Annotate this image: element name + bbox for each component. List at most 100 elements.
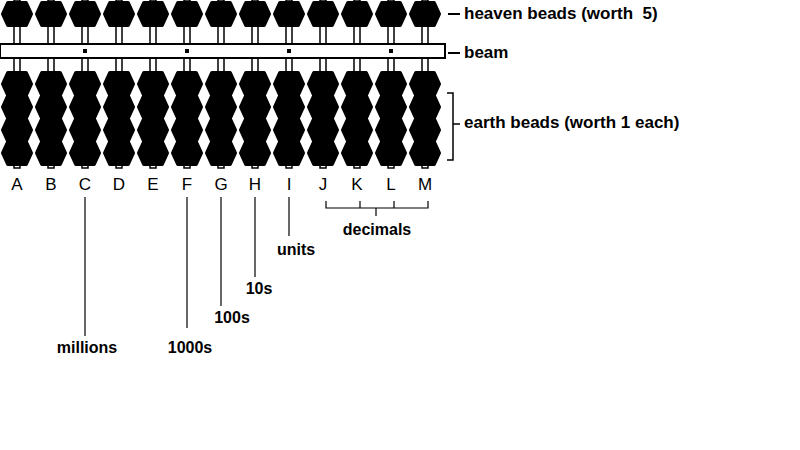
abacus-bead — [309, 119, 337, 141]
abacus-bead — [411, 73, 439, 95]
abacus-bead — [3, 142, 31, 164]
abacus-bead — [3, 3, 31, 25]
abacus-bead — [37, 119, 65, 141]
column-letter: M — [418, 175, 432, 195]
abacus-bead — [411, 119, 439, 141]
leader-line — [448, 13, 460, 15]
place-label: decimals — [343, 221, 411, 239]
abacus-bead — [71, 142, 99, 164]
abacus-bead — [377, 119, 405, 141]
abacus-bead — [71, 119, 99, 141]
abacus-bead — [139, 73, 167, 95]
column-letter: K — [351, 175, 362, 195]
abacus-bead — [377, 142, 405, 164]
abacus-bead — [377, 3, 405, 25]
abacus-bead — [37, 142, 65, 164]
leader-line — [254, 197, 255, 277]
abacus-bead — [71, 73, 99, 95]
abacus-bead — [207, 96, 235, 118]
abacus-bead — [207, 142, 235, 164]
abacus-bead — [275, 96, 303, 118]
abacus-bead — [3, 73, 31, 95]
beam-dot — [83, 49, 87, 53]
column-letter: D — [113, 175, 125, 195]
abacus-bead — [241, 142, 269, 164]
abacus-bead — [37, 3, 65, 25]
column-letter: A — [11, 175, 22, 195]
abacus-bead — [3, 119, 31, 141]
abacus-bead — [275, 119, 303, 141]
abacus-bead — [377, 73, 405, 95]
bracket — [447, 93, 460, 160]
column-letter: I — [287, 175, 292, 195]
column-letter: J — [319, 175, 328, 195]
abacus-bead — [139, 3, 167, 25]
place-label: 100s — [214, 309, 250, 327]
column-letter: H — [249, 175, 261, 195]
abacus-bead — [275, 73, 303, 95]
abacus-bead — [173, 96, 201, 118]
abacus-bead — [343, 96, 371, 118]
abacus-bead — [139, 142, 167, 164]
column-letter: B — [45, 175, 56, 195]
bracket — [326, 201, 428, 216]
column-letter: F — [182, 175, 192, 195]
abacus-bead — [3, 96, 31, 118]
abacus-bead — [343, 73, 371, 95]
abacus-bead — [377, 96, 405, 118]
abacus-bead — [71, 3, 99, 25]
abacus-bead — [105, 142, 133, 164]
leader-line — [220, 197, 221, 306]
abacus-bead — [207, 73, 235, 95]
abacus-bead — [207, 3, 235, 25]
abacus-bead — [309, 96, 337, 118]
abacus-bead — [105, 73, 133, 95]
place-label: 1000s — [168, 339, 213, 357]
abacus-bead — [71, 96, 99, 118]
abacus-bead — [105, 119, 133, 141]
part-label: heaven beads (worth 5) — [464, 4, 658, 24]
abacus-bead — [105, 96, 133, 118]
abacus-bead — [139, 96, 167, 118]
abacus-bead — [343, 142, 371, 164]
leader-line — [448, 52, 460, 54]
abacus-bead — [105, 3, 133, 25]
place-label: millions — [57, 339, 117, 357]
column-letter: G — [214, 175, 227, 195]
abacus-bead — [241, 3, 269, 25]
abacus-bead — [411, 142, 439, 164]
leader-line — [186, 197, 187, 328]
abacus-bead — [173, 73, 201, 95]
place-label: 10s — [246, 280, 273, 298]
abacus-bead — [411, 96, 439, 118]
abacus-bead — [173, 3, 201, 25]
column-letter: C — [79, 175, 91, 195]
abacus-bead — [343, 3, 371, 25]
abacus-bead — [139, 119, 167, 141]
beam-dot — [185, 49, 189, 53]
abacus-bead — [37, 96, 65, 118]
part-label: earth beads (worth 1 each) — [464, 113, 679, 133]
column-letter: E — [147, 175, 158, 195]
abacus-bead — [207, 119, 235, 141]
abacus-bead — [241, 119, 269, 141]
leader-line — [288, 197, 289, 236]
abacus-bead — [309, 3, 337, 25]
abacus-bead — [343, 119, 371, 141]
abacus-bead — [411, 3, 439, 25]
abacus-bead — [173, 142, 201, 164]
leader-line — [84, 197, 85, 336]
place-label: units — [277, 241, 315, 259]
abacus-bead — [37, 73, 65, 95]
beam-dot — [389, 49, 393, 53]
abacus-bead — [173, 119, 201, 141]
abacus-bead — [309, 73, 337, 95]
abacus-bead — [275, 142, 303, 164]
abacus-bead — [275, 3, 303, 25]
beam-dot — [287, 49, 291, 53]
abacus-beam — [0, 44, 445, 58]
part-label: beam — [464, 43, 508, 63]
abacus-bead — [309, 142, 337, 164]
abacus-bead — [241, 73, 269, 95]
